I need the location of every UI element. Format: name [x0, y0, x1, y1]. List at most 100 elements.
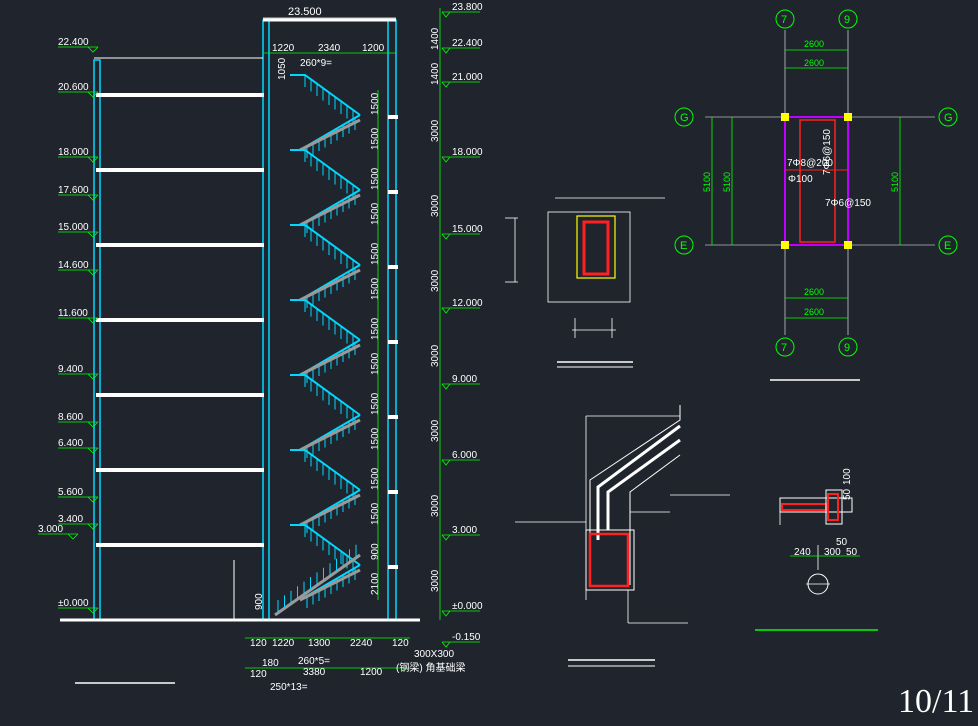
axis-label: G [680, 112, 689, 124]
right-dim: 1400 [430, 62, 441, 85]
plan-dim-right: 5100 [890, 172, 900, 192]
floor-slab [96, 168, 264, 172]
mid-dim: 1500 [370, 427, 381, 450]
mid-dim: 1500 [370, 352, 381, 375]
detail-dim-100: 100 [842, 468, 853, 485]
landing-slab [388, 190, 398, 194]
stair-flight [290, 449, 361, 533]
bd-e: 120 [392, 638, 409, 649]
detail-dim-240: 240 [794, 547, 811, 558]
landing-slab [388, 415, 398, 419]
bd-c: 1300 [308, 638, 331, 649]
right-elevation: 18.000 [452, 147, 483, 158]
right-dim: 3000 [430, 419, 441, 442]
axis-label: G [944, 112, 953, 124]
mid-dim: 900 [370, 543, 381, 560]
bd-f: 180 [262, 658, 279, 669]
mid-dim: 1500 [370, 317, 381, 340]
right-elevation: 23.800 [452, 2, 483, 13]
axis-bubble [838, 9, 858, 29]
axis-label: 7 [781, 342, 787, 354]
stair-flight [290, 299, 361, 383]
mid-dim: 2100 [370, 572, 381, 595]
detail-cantilever [515, 405, 730, 667]
right-elevation: ±0.000 [452, 601, 483, 612]
mid-dim: 1500 [370, 277, 381, 300]
mid-dim: 1500 [370, 202, 381, 225]
left-elevation: 8.600 [58, 412, 83, 423]
left-elevation: ±0.000 [58, 598, 89, 609]
plan-note-3: Φ100 [788, 174, 813, 185]
left-elevation: 22.400 [58, 37, 89, 48]
plan-dim-bot-2: 2600 [804, 307, 824, 317]
axis-bubble [938, 107, 958, 127]
plan-note-2: 7Φ6@150 [825, 198, 871, 209]
axis-label: 9 [844, 342, 850, 354]
floor-slab [96, 468, 264, 472]
stair-flight [290, 149, 361, 233]
right-dim: 3000 [430, 119, 441, 142]
plan-dim-left-2: 5100 [722, 172, 732, 192]
mid-dim: 1500 [370, 92, 381, 115]
mid-dim: 1050 [277, 57, 288, 80]
plan-note-1: 7Φ8@200 [787, 158, 833, 169]
right-elevation: 21.000 [452, 72, 483, 83]
bd-m: (钢梁) 角基础梁 [396, 661, 465, 674]
right-elevation: 15.000 [452, 224, 483, 235]
floor-slab [96, 93, 264, 97]
mid-dimensions: 1050 1500 1500 1500 1500 1500 1500 1500 1500 1500… [254, 57, 381, 610]
mid-dim: 1500 [370, 502, 381, 525]
axis-label: E [944, 240, 951, 252]
detail-dim-300: 300 [824, 547, 841, 558]
landing-slab [388, 340, 398, 344]
right-elevation: 6.000 [452, 450, 477, 461]
left-elevation: 17.600 [58, 185, 89, 196]
top-dim-2: 2340 [318, 43, 341, 54]
mid-dim: 1500 [370, 392, 381, 415]
floor-slabs [96, 93, 398, 569]
mid-dim: 1500 [370, 167, 381, 190]
stair-flight-bottom [274, 544, 361, 617]
mid-dim: 1500 [370, 127, 381, 150]
detail-parapet: 50 100 50 240 300 50 [755, 468, 878, 631]
left-elevation: 15.000 [58, 222, 89, 233]
right-dim: 3000 [430, 194, 441, 217]
detail-dim-50a: 50 [842, 488, 853, 500]
floor-slab [96, 318, 264, 322]
detail-dim-50b: 50 [836, 537, 848, 548]
left-elevation: 20.600 [58, 82, 89, 93]
right-elevation: 9.000 [452, 374, 477, 385]
top-dim-1: 1220 [272, 43, 295, 54]
bd-i: 1200 [360, 667, 383, 678]
axis-label: 9 [844, 14, 850, 26]
right-elevations: 23.80022.40021.00018.00015.00012.0009.00… [441, 2, 483, 648]
right-elevation: 3.000 [452, 525, 477, 536]
plan-dim-top-2: 2600 [804, 58, 824, 68]
left-elevation: 14.600 [58, 260, 89, 271]
bottom-dimensions: 120 1220 1300 2240 120 180 260*5= 3380 1… [245, 637, 465, 693]
plan-dim-left-1: 5100 [702, 172, 712, 192]
left-elevations: 22.40020.60018.00017.60015.00014.60011.6… [38, 37, 99, 614]
axis-bubble [838, 337, 858, 357]
right-elevation: -0.150 [452, 632, 481, 643]
stair-section: 23.500 1220 2340 1200 260*9= 22.40020.60… [38, 2, 483, 693]
mid-dim: 1500 [370, 467, 381, 490]
left-elevation: 18.000 [58, 147, 89, 158]
left-elevation: 5.600 [58, 487, 83, 498]
floor-slab [96, 543, 264, 547]
bd-l: 300X300 [414, 649, 454, 660]
landing-slab [388, 115, 398, 119]
left-elevation: 9.400 [58, 364, 83, 375]
landing-slab [388, 265, 398, 269]
stair-flight [290, 74, 361, 158]
detail-dim-50c: 50 [846, 547, 858, 558]
stair-flights [274, 74, 361, 617]
right-dim: 1400 [430, 27, 441, 50]
left-elevation: 3.400 [58, 514, 83, 525]
right-elevation: 22.400 [452, 38, 483, 49]
